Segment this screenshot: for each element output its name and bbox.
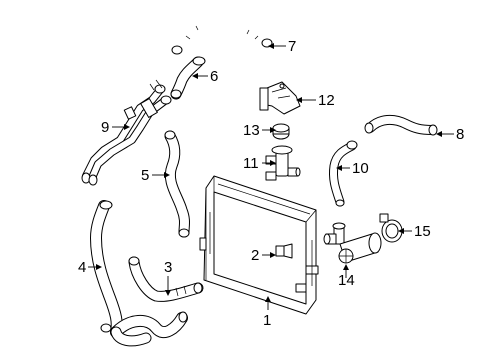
callout-15: 15 <box>414 223 431 240</box>
callout-1: 1 <box>263 312 271 329</box>
part-15-clamp <box>379 213 403 243</box>
callout-8: 8 <box>456 126 464 143</box>
callout-10: 10 <box>352 160 369 177</box>
part-4-lower-hose <box>89 200 188 347</box>
part-1-radiator <box>199 175 319 315</box>
callout-4: 4 <box>78 259 86 276</box>
part-13-cap <box>272 123 290 140</box>
callout-2: 2 <box>251 247 259 264</box>
part-10-hose <box>329 140 358 207</box>
callout-14: 14 <box>338 272 355 289</box>
callout-12: 12 <box>318 92 335 109</box>
part-14-pump <box>323 222 382 264</box>
part-2-drain-plug <box>275 243 293 259</box>
part-8-hose <box>364 114 438 136</box>
part-5-hose <box>164 130 190 238</box>
callout-leaders <box>88 43 454 310</box>
part-12-bracket <box>259 81 301 115</box>
callout-6: 6 <box>210 68 218 85</box>
callout-9: 9 <box>101 119 109 136</box>
callout-7: 7 <box>288 38 296 55</box>
part-11-fitting <box>265 145 301 181</box>
callout-13: 13 <box>243 122 260 139</box>
callout-5: 5 <box>141 167 149 184</box>
part-7-heater-hose <box>171 15 273 56</box>
callout-3: 3 <box>164 259 172 276</box>
part-3-hose <box>128 256 204 302</box>
part-6-hose <box>170 56 206 100</box>
part-9-pipe-assembly <box>81 79 172 186</box>
callout-11: 11 <box>243 155 259 172</box>
